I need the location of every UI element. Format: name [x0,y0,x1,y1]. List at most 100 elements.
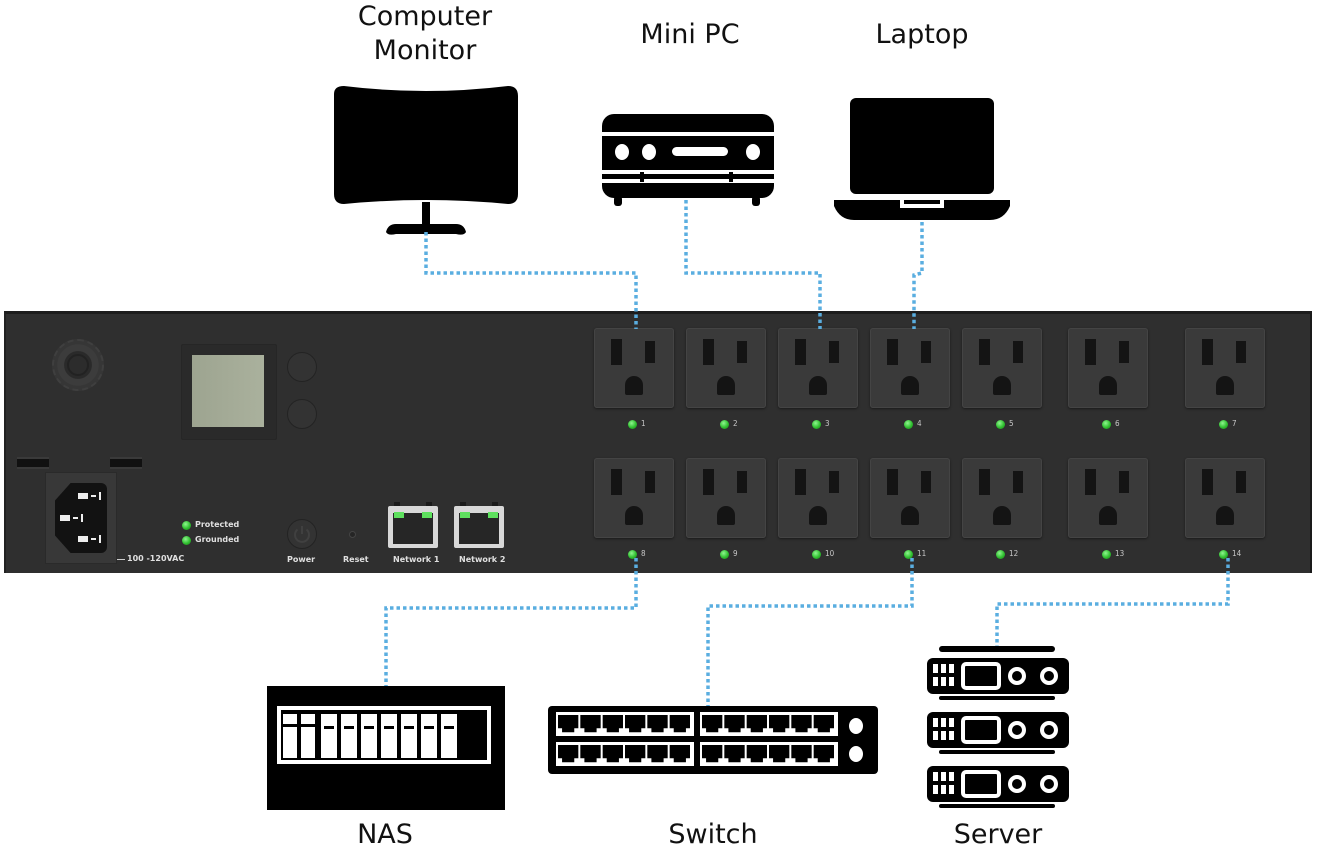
outlet-2[interactable] [686,328,766,408]
prong-slot [737,471,747,493]
prong-slot [887,339,898,365]
outlet-13-led [1102,550,1111,559]
prong-slot [1085,469,1096,495]
switch-port [558,745,579,763]
switch-port [813,745,834,763]
ground-slot [1216,506,1234,525]
server-vent [949,772,954,781]
outlet-7[interactable] [1185,328,1265,408]
network-port-2[interactable] [454,502,504,548]
server-indicator [1040,721,1058,739]
outlet-13-number: 13 [1115,549,1125,558]
outlet-7-led [1219,420,1228,429]
server-drive-bay [961,716,1001,744]
wire-nas-outlet-8 [384,558,638,686]
pdu-rear-panel: 100 -120VAC Protected Grounded Power Res… [4,311,1312,573]
switch-port [625,745,646,763]
ground-slot [625,506,643,525]
network-port-2-label: Network 2 [459,555,506,564]
network-port-1[interactable] [388,502,438,548]
power-inlet[interactable] [45,472,117,564]
outlet-13[interactable] [1068,458,1148,538]
server-drive-bay [961,662,1001,690]
network-switch-icon[interactable] [548,706,878,776]
switch-port [580,715,601,733]
display-button-up[interactable] [287,352,317,382]
prong-slot [1236,471,1246,493]
outlet-9[interactable] [686,458,766,538]
reset-label: Reset [343,555,369,564]
outlet-5[interactable] [962,328,1042,408]
server-label: Server [953,819,1043,850]
ground-slot [1216,376,1234,395]
outlet-10[interactable] [778,458,858,538]
outlet-12-led [996,550,1005,559]
prong-slot [979,339,990,365]
voltage-label: 100 -120VAC [127,554,185,563]
outlet-10-led [812,550,821,559]
switch-port [769,745,790,763]
server-drive-bay [961,770,1001,798]
ground-slot [1099,506,1117,525]
outlet-1[interactable] [594,328,674,408]
prong-slot [1202,469,1213,495]
reset-button[interactable] [349,531,356,538]
outlet-8[interactable] [594,458,674,538]
server-indicator [1040,667,1058,685]
switch-led [849,746,863,762]
server-vent [949,731,954,740]
network-port-1-label: Network 1 [393,555,440,564]
switch-port [625,715,646,733]
server-rail [939,646,1055,652]
ground-slot [809,506,827,525]
outlet-1-number: 1 [641,419,646,428]
server-vent [933,785,938,794]
server-vent [941,718,946,727]
ground-slot [901,376,919,395]
protected-label: Protected [195,520,240,529]
outlet-6-led [1102,420,1111,429]
outlet-14[interactable] [1185,458,1265,538]
server-vent [949,664,954,673]
switch-port [602,745,623,763]
prong-slot [703,469,714,495]
server-vent [941,677,946,686]
prong-slot [611,469,622,495]
outlet-10-number: 10 [825,549,835,558]
server-vent [933,677,938,686]
voltage-line [117,559,125,560]
server-rack-icon[interactable] [925,646,1071,818]
wire-switch-outlet-11 [706,558,914,706]
outlet-5-led [996,420,1005,429]
nas-icon[interactable] [267,686,505,810]
outlet-14-led [1219,550,1228,559]
switch-port [791,745,812,763]
display-button-down[interactable] [287,399,317,429]
prong-slot [829,341,839,363]
outlet-3-number: 3 [825,419,830,428]
server-vent [933,718,938,727]
prong-slot [645,471,655,493]
outlet-3[interactable] [778,328,858,408]
outlet-4-led [904,420,913,429]
switch-label: Switch [668,819,758,850]
switch-port [791,715,812,733]
power-label: Power [287,555,316,564]
outlet-6[interactable] [1068,328,1148,408]
outlet-2-led [720,420,729,429]
outlet-12[interactable] [962,458,1042,538]
ground-slot [1099,376,1117,395]
outlet-11[interactable] [870,458,950,538]
fuse-holder[interactable] [52,339,104,391]
outlet-4[interactable] [870,328,950,408]
mini-pc-icon[interactable] [600,112,776,208]
monitor-label: Computer Monitor [357,1,493,66]
prong-slot [1202,339,1213,365]
switch-port [813,715,834,733]
laptop-icon[interactable] [834,96,1010,222]
power-button[interactable] [287,519,317,549]
curved-monitor-icon[interactable] [330,84,522,240]
outlet-1-led [628,420,637,429]
mini-pc-label: Mini PC [640,19,740,50]
outlet-14-number: 14 [1232,549,1242,558]
